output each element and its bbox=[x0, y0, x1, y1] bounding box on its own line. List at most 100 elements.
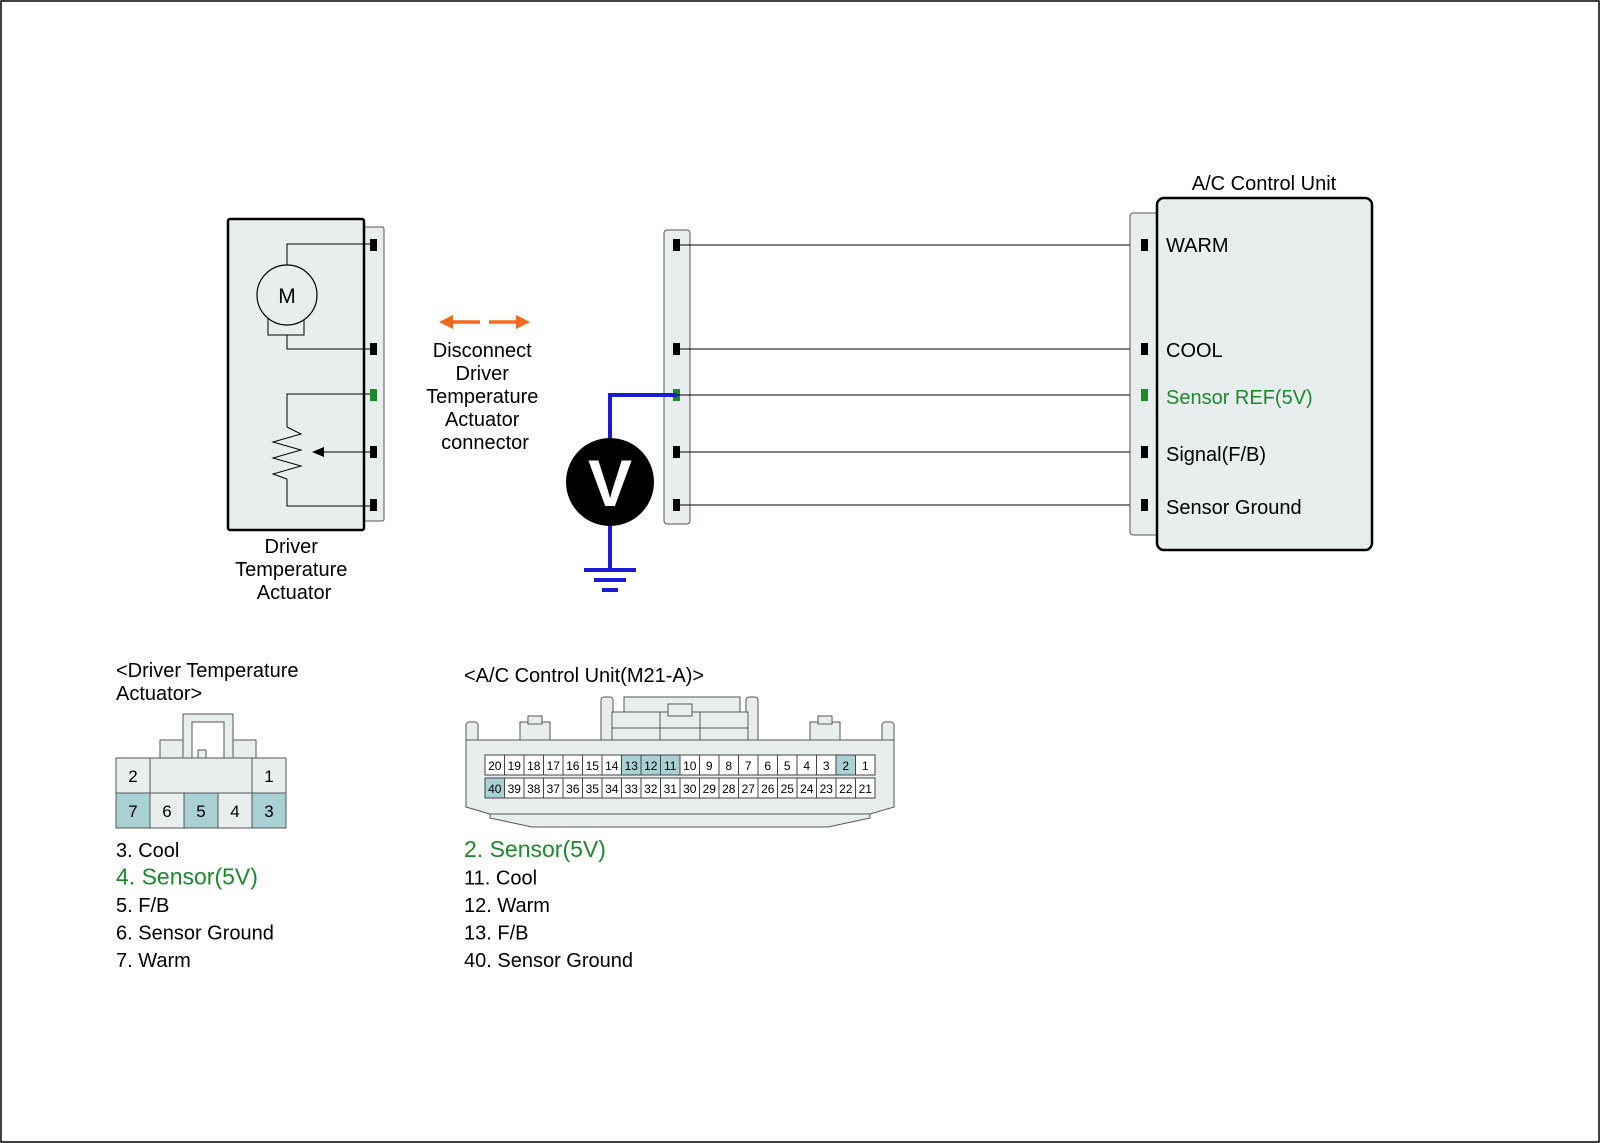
ac-pin-number: 13 bbox=[625, 759, 639, 773]
actuator-label: Driver Temperature Actuator bbox=[235, 536, 353, 604]
motor-symbol: M bbox=[278, 285, 296, 308]
actuator-pin-signal bbox=[370, 446, 377, 458]
actuator-pin-cell bbox=[217, 792, 253, 829]
disconnect-text-line: Driver bbox=[456, 363, 510, 385]
disconnect-text-line: connector bbox=[441, 432, 529, 454]
harness-pin-signal bbox=[673, 446, 680, 458]
terminal-label-ground: Sensor Ground bbox=[1166, 497, 1302, 519]
driver-temperature-actuator: M Driver Temperature Actuator bbox=[226, 217, 385, 604]
ac-pin-number: 20 bbox=[488, 759, 502, 773]
actuator-pin-cell bbox=[115, 792, 151, 829]
ac-unit-pin-cool bbox=[1141, 343, 1148, 355]
ac-pin-number: 12 bbox=[644, 759, 658, 773]
ac-unit-body bbox=[1155, 196, 1374, 552]
ac-pin-number: 39 bbox=[508, 782, 522, 796]
actuator-label-line: Driver bbox=[265, 536, 319, 558]
ac-pin-number: 6 bbox=[764, 759, 771, 773]
ground-symbol-icon bbox=[584, 568, 636, 592]
ac-pin-number: 26 bbox=[761, 782, 775, 796]
pin-list-item: 7. Warm bbox=[116, 950, 191, 972]
pin-list-item: 40. Sensor Ground bbox=[464, 950, 633, 972]
ac-pin-number: 8 bbox=[725, 759, 732, 773]
harness-pin-warm bbox=[673, 239, 680, 251]
pin-list-item: 13. F/B bbox=[464, 923, 528, 945]
ac-pin-number: 17 bbox=[547, 759, 561, 773]
harness-pin-ground bbox=[673, 499, 680, 511]
meter-probe-wire bbox=[608, 393, 677, 443]
ac-unit-pin-signal bbox=[1141, 446, 1148, 458]
ac-pin-number: 10 bbox=[683, 759, 697, 773]
potentiometer-icon bbox=[271, 393, 372, 507]
actuator-pin-number: 7 bbox=[128, 802, 137, 821]
ac-pin-number: 1 bbox=[862, 759, 869, 773]
actuator-pin-number: 1 bbox=[264, 767, 273, 786]
ac-pin-number: 21 bbox=[859, 782, 873, 796]
disconnect-arrows-icon bbox=[439, 315, 530, 329]
pin-list-item: 5. F/B bbox=[116, 895, 169, 917]
ac-pin-number: 18 bbox=[527, 759, 541, 773]
pin-list-item: 4. Sensor(5V) bbox=[116, 864, 258, 890]
ac-pin-number: 29 bbox=[703, 782, 717, 796]
actuator-pin-number: 2 bbox=[128, 767, 137, 786]
terminal-label-sensor-ref: Sensor REF(5V) bbox=[1166, 387, 1313, 409]
voltmeter-icon bbox=[566, 438, 654, 526]
ac-pin-number: 16 bbox=[566, 759, 580, 773]
ac-unit-pin-ground bbox=[1141, 499, 1148, 511]
actuator-pin-warm bbox=[370, 239, 377, 251]
ac-pin-number: 23 bbox=[820, 782, 834, 796]
voltmeter-symbol: V bbox=[588, 446, 632, 520]
ac-pin-cell bbox=[855, 777, 876, 799]
terminal-label-cool: COOL bbox=[1166, 340, 1223, 362]
connector-latch-icon bbox=[159, 713, 257, 759]
ac-pin-number: 31 bbox=[664, 782, 678, 796]
ac-unit-pin-warm bbox=[1141, 239, 1148, 251]
ac-pin-number: 9 bbox=[706, 759, 713, 773]
actuator-connector-title-line: <Driver Temperature bbox=[116, 660, 298, 682]
disconnect-text-line: Temperature bbox=[426, 386, 538, 408]
actuator-connector-strip bbox=[361, 226, 385, 522]
ac-pin-number: 35 bbox=[586, 782, 600, 796]
ac-pin-number: 3 bbox=[823, 759, 830, 773]
ac-pin-number: 32 bbox=[644, 782, 658, 796]
ac-pin-number: 7 bbox=[745, 759, 752, 773]
ac-pin-number: 38 bbox=[527, 782, 541, 796]
ac-pin-number: 11 bbox=[664, 759, 677, 773]
ac-pin-number: 27 bbox=[742, 782, 756, 796]
pin-list-item: 3. Cool bbox=[116, 840, 179, 862]
terminal-label-signal: Signal(F/B) bbox=[1166, 444, 1266, 466]
motor-icon: M bbox=[256, 243, 372, 350]
ac-pin-number: 2 bbox=[842, 759, 849, 773]
actuator-body bbox=[226, 217, 366, 532]
disconnect-note: Disconnect Driver Temperature Actuator c… bbox=[426, 315, 538, 454]
harness-pin-cool bbox=[673, 343, 680, 355]
harness-wires bbox=[677, 244, 1145, 506]
harness-connector bbox=[663, 229, 691, 525]
actuator-pin-cell bbox=[251, 757, 287, 794]
actuator-pin-sensor bbox=[370, 389, 377, 401]
ac-control-unit: A/C Control Unit WARM COOL Sensor REF(5V… bbox=[1129, 173, 1374, 552]
ac-pin-number: 19 bbox=[508, 759, 522, 773]
actuator-pin-number: 5 bbox=[196, 802, 205, 821]
voltmeter: V bbox=[566, 393, 677, 592]
ac-pin-number: 34 bbox=[605, 782, 619, 796]
pin-list-item: 12. Warm bbox=[464, 895, 550, 917]
ac-unit-connector-strip bbox=[1129, 212, 1159, 536]
actuator-pin-cool bbox=[370, 343, 377, 355]
actuator-connector-title-line: Actuator> bbox=[116, 683, 202, 705]
ac-pin-number: 22 bbox=[839, 782, 853, 796]
ac-pin-number: 37 bbox=[547, 782, 561, 796]
ac-pin-number: 40 bbox=[488, 782, 502, 796]
ac-pin-number: 5 bbox=[784, 759, 791, 773]
disconnect-text-line: Actuator bbox=[445, 409, 520, 431]
actuator-pin-cell bbox=[251, 792, 287, 829]
actuator-pin-ground bbox=[370, 499, 377, 511]
actuator-label-line: Temperature bbox=[235, 559, 347, 581]
